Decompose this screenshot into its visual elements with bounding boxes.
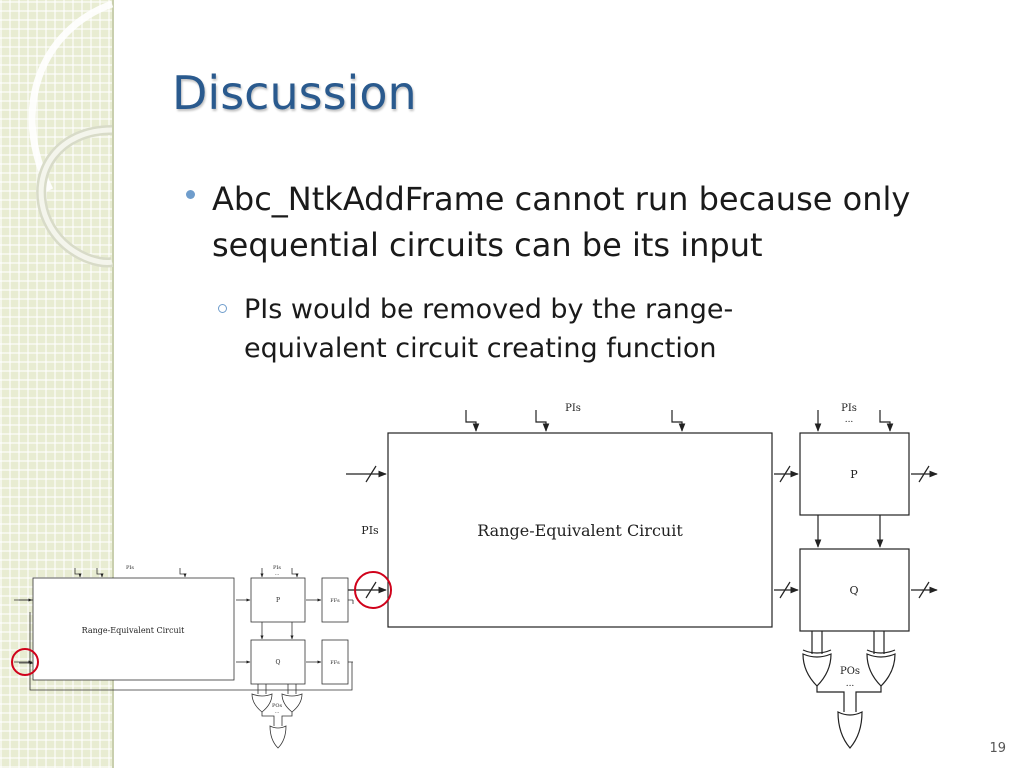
sidebar-divider	[112, 0, 114, 768]
small-right-pis-label: PIs	[273, 565, 281, 571]
small-right-dots: ...	[275, 571, 280, 577]
large-block-label: Range-Equivalent Circuit	[477, 521, 683, 540]
large-right-dots: ...	[845, 415, 854, 425]
small-block-label: Range-Equivalent Circuit	[82, 626, 186, 635]
small-range-equivalent-block	[32, 577, 235, 681]
small-pos-label: POs	[272, 703, 282, 709]
decorative-swoosh	[28, 0, 114, 268]
large-register-p-label: P	[850, 468, 858, 481]
highlight-circle-large	[354, 571, 392, 609]
large-range-equivalent-block	[387, 432, 773, 628]
large-circuit-diagram	[346, 410, 938, 749]
small-register-q-label: Q	[276, 659, 281, 666]
large-register-p	[799, 432, 910, 516]
small-register-p-label: P	[276, 597, 280, 604]
page-number: 19	[989, 741, 1006, 756]
large-pos-dots: ...	[846, 679, 855, 689]
bullet-item: Abc_NtkAddFrame cannot run because only …	[186, 176, 976, 268]
small-register-p	[250, 577, 306, 623]
large-pos-label: POs	[840, 666, 860, 677]
sub-bullet-text: PIs would be removed by the range-equiva…	[244, 294, 734, 364]
bullet-text: Abc_NtkAddFrame cannot run because only …	[212, 180, 911, 264]
large-left-pis-label: PIs	[361, 524, 379, 537]
large-register-q-label: Q	[849, 584, 858, 597]
large-right-pis-label: PIs	[841, 403, 857, 414]
small-pos-dots: ...	[275, 709, 280, 715]
sub-bullet-ring-icon	[218, 304, 227, 313]
small-ffs-label-1: FFs	[330, 598, 340, 604]
small-register-q	[250, 639, 306, 685]
small-ffs-box-2	[321, 639, 349, 685]
highlight-circle-small	[11, 648, 39, 676]
large-top-pis-label: PIs	[565, 403, 581, 414]
bullet-dot-icon	[186, 190, 195, 199]
slide-title: Discussion	[172, 66, 417, 120]
sub-bullet-item: PIs would be removed by the range-equiva…	[218, 290, 858, 368]
small-top-pis-label: PIs	[126, 565, 134, 571]
small-ffs-box-1	[321, 577, 349, 623]
small-circuit-diagram	[14, 568, 354, 749]
small-ffs-label-2: FFs	[330, 660, 340, 666]
large-register-q	[799, 548, 910, 632]
